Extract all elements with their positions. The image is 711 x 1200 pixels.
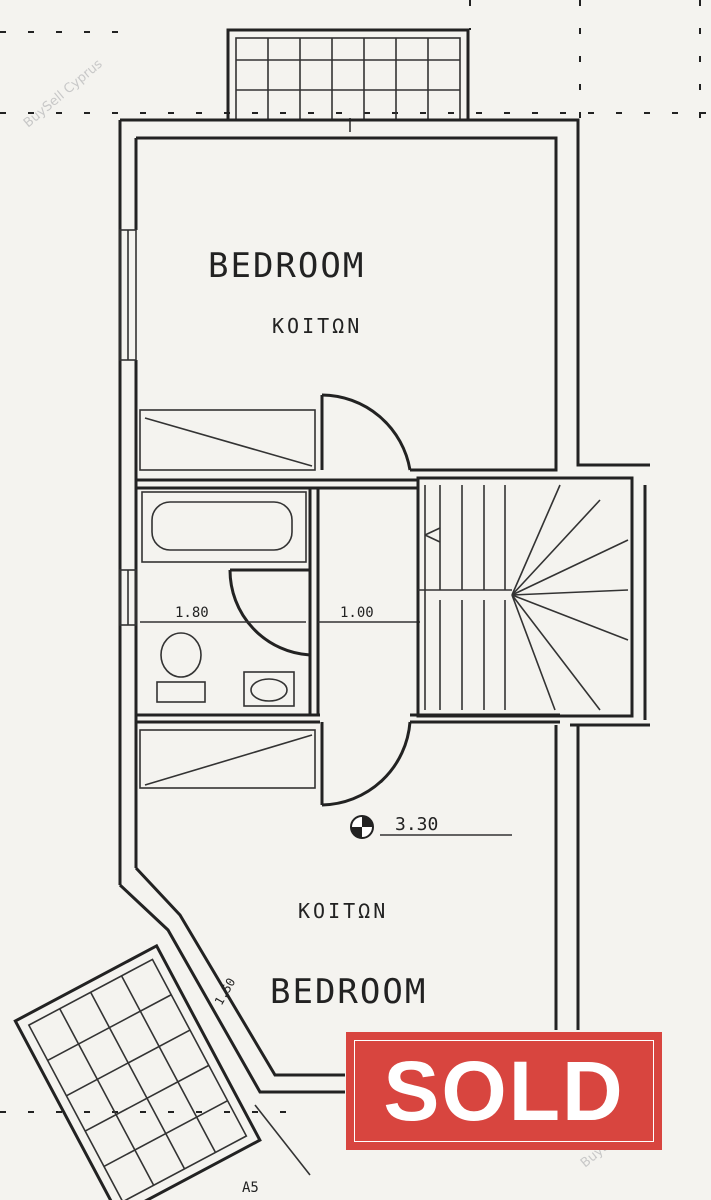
sold-label: SOLD xyxy=(383,1043,625,1138)
left-window xyxy=(119,229,137,626)
level-marker-icon xyxy=(350,815,374,839)
watermark-top: BuySell Cyprus xyxy=(21,57,106,132)
top-bedroom-en-label: BEDROOM xyxy=(208,246,365,286)
toilet xyxy=(156,632,206,703)
bedroom-length-label: 3.30 xyxy=(395,814,438,835)
bath-door xyxy=(228,568,312,657)
top-balcony xyxy=(226,28,470,132)
dimension-lines xyxy=(140,621,512,836)
hall-width-label: 1.00 xyxy=(340,605,374,621)
sink xyxy=(243,671,295,707)
grid-lines xyxy=(0,0,711,1113)
bottom-door xyxy=(320,721,412,807)
wardrobe-bottom xyxy=(139,729,316,789)
top-door xyxy=(320,393,412,471)
bottom-marker-label: A5 xyxy=(242,1180,259,1196)
bottom-bedroom-gr-label: KOITΩN xyxy=(298,899,388,923)
staircase xyxy=(416,476,634,718)
bath-width-label: 1.80 xyxy=(175,605,209,621)
interior-walls xyxy=(136,478,560,724)
bottom-bedroom-en-label: BEDROOM xyxy=(270,972,427,1012)
balcony-depth-label: 1.50 xyxy=(212,976,239,1008)
top-bedroom-gr-label: KOITΩN xyxy=(272,314,362,338)
bathtub xyxy=(141,491,307,563)
sold-badge: SOLD xyxy=(346,1032,662,1150)
bottom-dimension-line xyxy=(254,1104,311,1176)
wardrobe-top xyxy=(139,409,316,471)
bottom-balcony xyxy=(13,943,262,1200)
